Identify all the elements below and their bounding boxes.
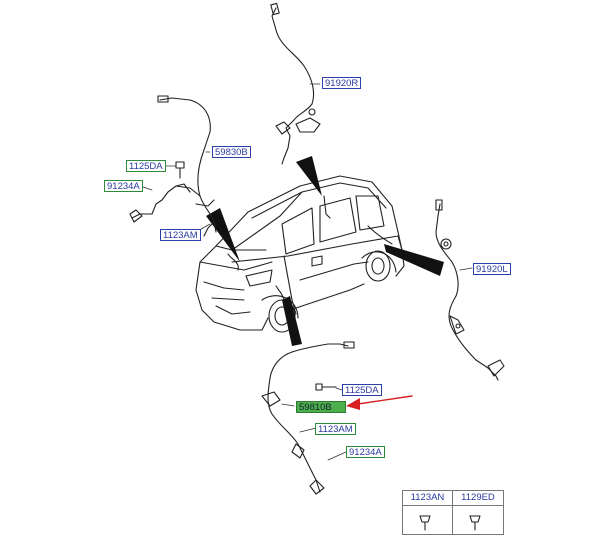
- fastener-table: 1123AN 1129ED: [402, 490, 504, 535]
- harness-91920R: [270, 2, 321, 165]
- part-label-1125DA-bottom[interactable]: 1125DA: [342, 384, 382, 396]
- harness-91920L: [435, 199, 505, 381]
- part-label-91234A-bottom[interactable]: 91234A: [346, 446, 385, 458]
- table-header-1129ED[interactable]: 1129ED: [453, 491, 503, 506]
- car-illustration: [195, 175, 405, 333]
- highlight-arrow: [346, 395, 413, 410]
- bolt-1125DA-top: [175, 161, 185, 179]
- callout-pointers: [206, 156, 444, 346]
- part-label-1123AM-top[interactable]: 1123AM: [160, 229, 201, 241]
- table-bolt-icons: [419, 515, 481, 531]
- harness-59810B: [261, 341, 355, 495]
- part-label-91920L[interactable]: 91920L: [473, 263, 511, 275]
- table-divider: [452, 505, 453, 534]
- part-label-91920R[interactable]: 91920R: [322, 77, 362, 89]
- part-label-91234A-top[interactable]: 91234A: [104, 180, 143, 192]
- bolt-1125DA-bottom: [315, 383, 337, 391]
- part-label-59830B[interactable]: 59830B: [212, 146, 251, 158]
- harness-59830B: [129, 95, 217, 237]
- table-header-1123AN[interactable]: 1123AN: [403, 491, 453, 506]
- part-label-59810B[interactable]: 59810B: [296, 401, 346, 413]
- part-label-1125DA-top[interactable]: 1125DA: [126, 160, 166, 172]
- part-label-1123AM-bottom[interactable]: 1123AM: [315, 423, 356, 435]
